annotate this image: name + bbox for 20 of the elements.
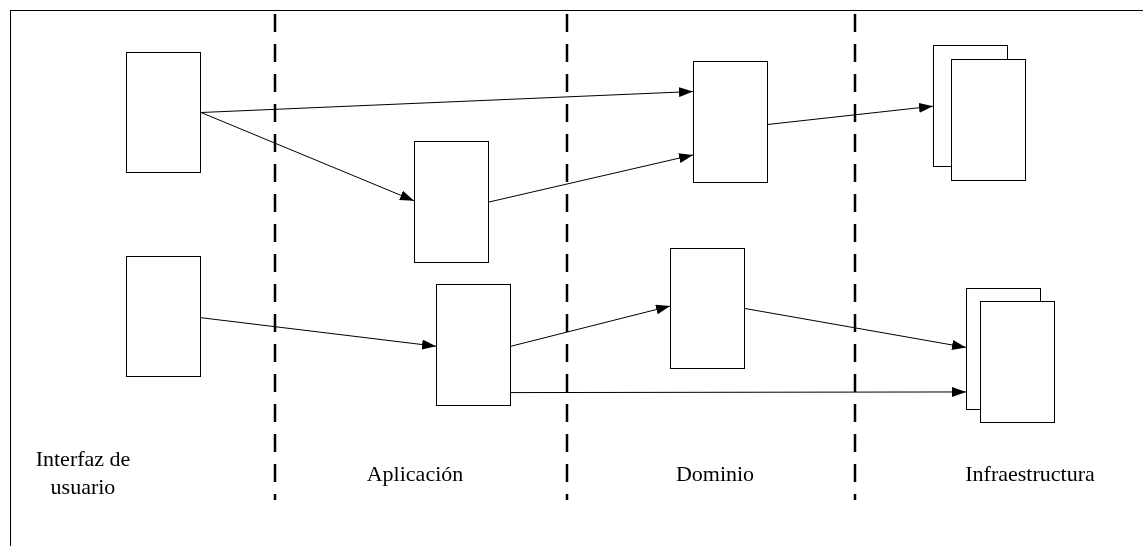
layer-label: Dominio <box>674 460 756 488</box>
component-box <box>436 284 511 406</box>
arrow <box>767 102 934 125</box>
arrow <box>510 386 967 397</box>
component-box <box>414 141 489 263</box>
component-box <box>670 248 745 369</box>
component-box <box>126 52 201 173</box>
arrow <box>744 308 967 350</box>
layer-label: Aplicación <box>365 460 465 488</box>
component-box <box>126 256 201 377</box>
layer-label: Interfaz de usuario <box>34 445 132 501</box>
arrow <box>510 304 671 347</box>
document-stack <box>933 45 1026 181</box>
layer-label: Infraestructura <box>964 460 1096 488</box>
component-box <box>693 61 768 183</box>
arrow <box>200 317 437 350</box>
arrow <box>200 112 415 202</box>
document-stack <box>966 288 1055 423</box>
arrow <box>488 153 694 203</box>
arrow <box>200 87 694 113</box>
